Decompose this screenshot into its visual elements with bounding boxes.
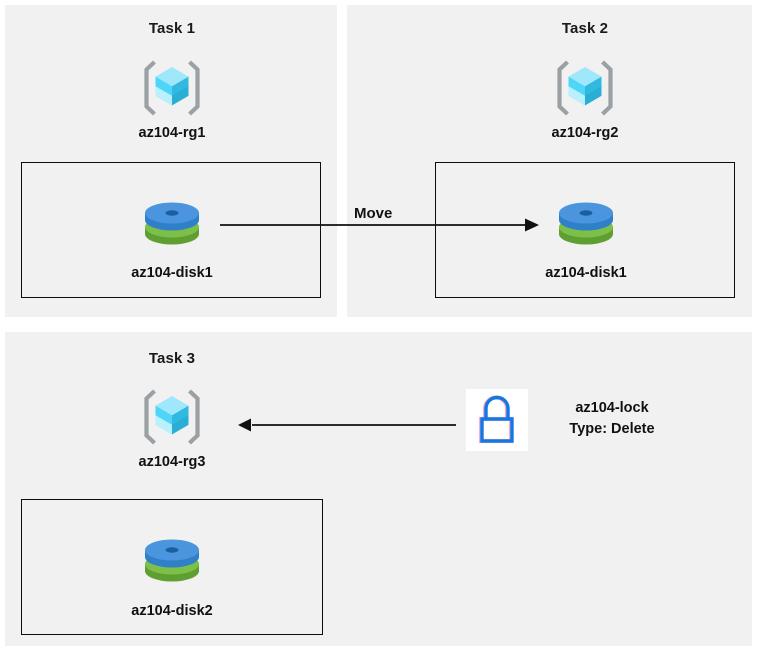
task-title-1: Task 1: [148, 20, 196, 37]
lock-label-group: az104-lock Type: Delete: [533, 398, 691, 440]
task-title-3: Task 3: [148, 350, 196, 367]
managed-disk-icon: [553, 196, 619, 258]
lock-name: az104-lock: [575, 400, 649, 416]
resource-group-label-rg1: az104-rg1: [138, 125, 206, 141]
resource-group-label-rg3: az104-rg3: [138, 454, 206, 470]
managed-disk-icon: [139, 196, 205, 258]
disk-label-disk1-task1: az104-disk1: [131, 265, 213, 281]
resource-group-label-rg2: az104-rg2: [551, 125, 619, 141]
lock-icon: [466, 389, 528, 451]
move-arrow-label: Move: [354, 205, 393, 222]
lock-type: Type: Delete: [569, 421, 655, 437]
disk-label-disk2-task3: az104-disk2: [131, 603, 213, 619]
task-title-2: Task 2: [561, 20, 609, 37]
resource-group-icon: [141, 386, 203, 448]
resource-group-icon: [554, 57, 616, 119]
disk-label-disk1-task2: az104-disk1: [545, 265, 627, 281]
resource-group-icon: [141, 57, 203, 119]
managed-disk-icon: [139, 533, 205, 595]
